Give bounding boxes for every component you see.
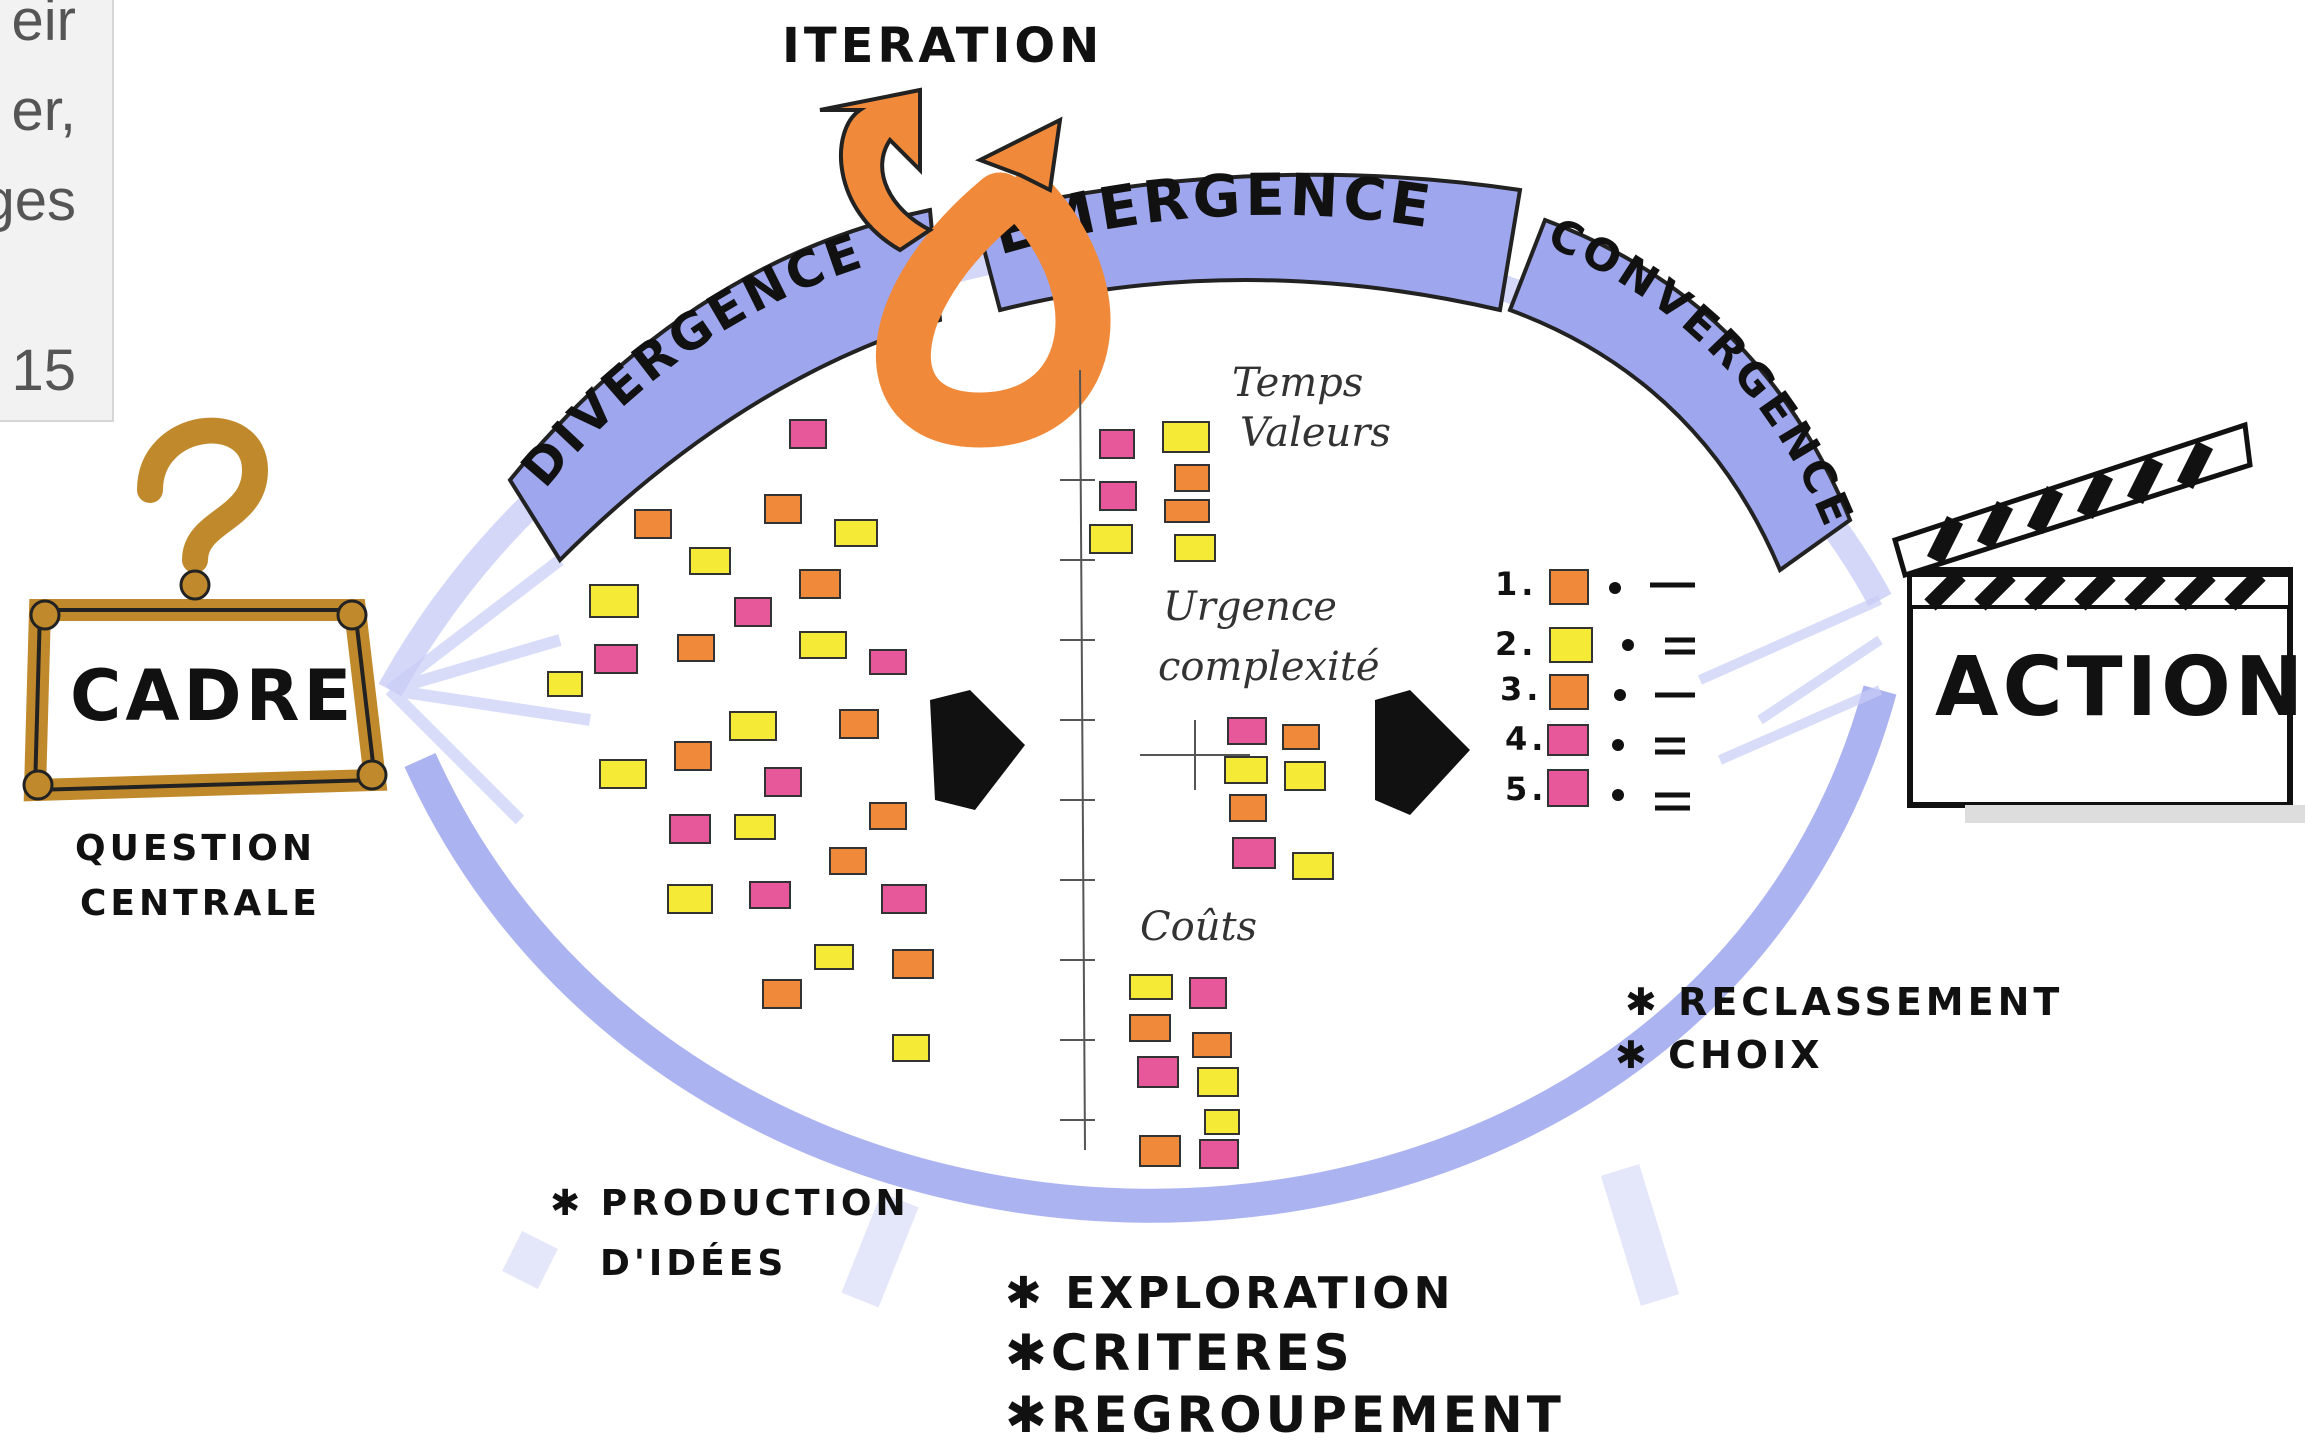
rank-number: 5. [1505, 770, 1547, 808]
note-regroupement: ✱REGROUPEMENT [1005, 1386, 1565, 1442]
emergence-axis [1060, 369, 1250, 1151]
cadre-caption-line2: CENTRALE [80, 883, 321, 924]
criterion-temps: Temps [1232, 360, 1363, 406]
clipped-line: er, [11, 78, 77, 143]
clapperboard-icon [1891, 421, 2305, 823]
iteration-label: ITERATION [782, 18, 1103, 74]
cadre-label: CADRE [70, 655, 355, 737]
note-exploration: ✱ EXPLORATION [1005, 1268, 1454, 1319]
cadre-frame [22, 599, 388, 802]
note-reclassement: ✱ RECLASSEMENT [1625, 980, 2063, 1024]
clipped-line: eir [11, 0, 76, 53]
arrow-icon [930, 690, 1025, 810]
criterion-urgence: Urgence [1163, 584, 1337, 630]
clipped-line: 15 [11, 338, 76, 403]
clipped-text-box: eir er, ges 15 [0, 0, 114, 422]
emergence-sticky-notes [1089, 421, 1334, 1169]
arrow-icon [1375, 690, 1470, 815]
rank-number: 4. [1505, 720, 1547, 758]
criterion-complexite: complexité [1158, 644, 1380, 690]
criterion-couts: Coûts [1140, 904, 1257, 950]
question-mark-icon [137, 417, 269, 601]
rank-number: 1. [1495, 565, 1537, 603]
clipped-line: ges [0, 168, 76, 233]
action-label: ACTION [1935, 640, 2305, 735]
note-choix: ✱ CHOIX [1615, 1033, 1824, 1077]
iteration-loop-icon [819, 87, 1111, 448]
cadre-caption-line1: QUESTION [75, 828, 316, 869]
note-production: ✱ PRODUCTION [550, 1183, 910, 1224]
note-idees: D'IDÉES [600, 1242, 787, 1284]
rank-number: 2. [1495, 625, 1537, 663]
divergence-sticky-notes [547, 419, 934, 1062]
ranked-list: 1. 2. 3. 4. 5. [1495, 565, 1695, 811]
rank-number: 3. [1500, 670, 1542, 708]
bullet-notes: ✱ PRODUCTION D'IDÉES ✱ EXPLORATION ✱CRIT… [550, 980, 2063, 1442]
criterion-valeurs: Valeurs [1240, 410, 1391, 456]
note-criteres: ✱CRITERES [1005, 1324, 1354, 1382]
